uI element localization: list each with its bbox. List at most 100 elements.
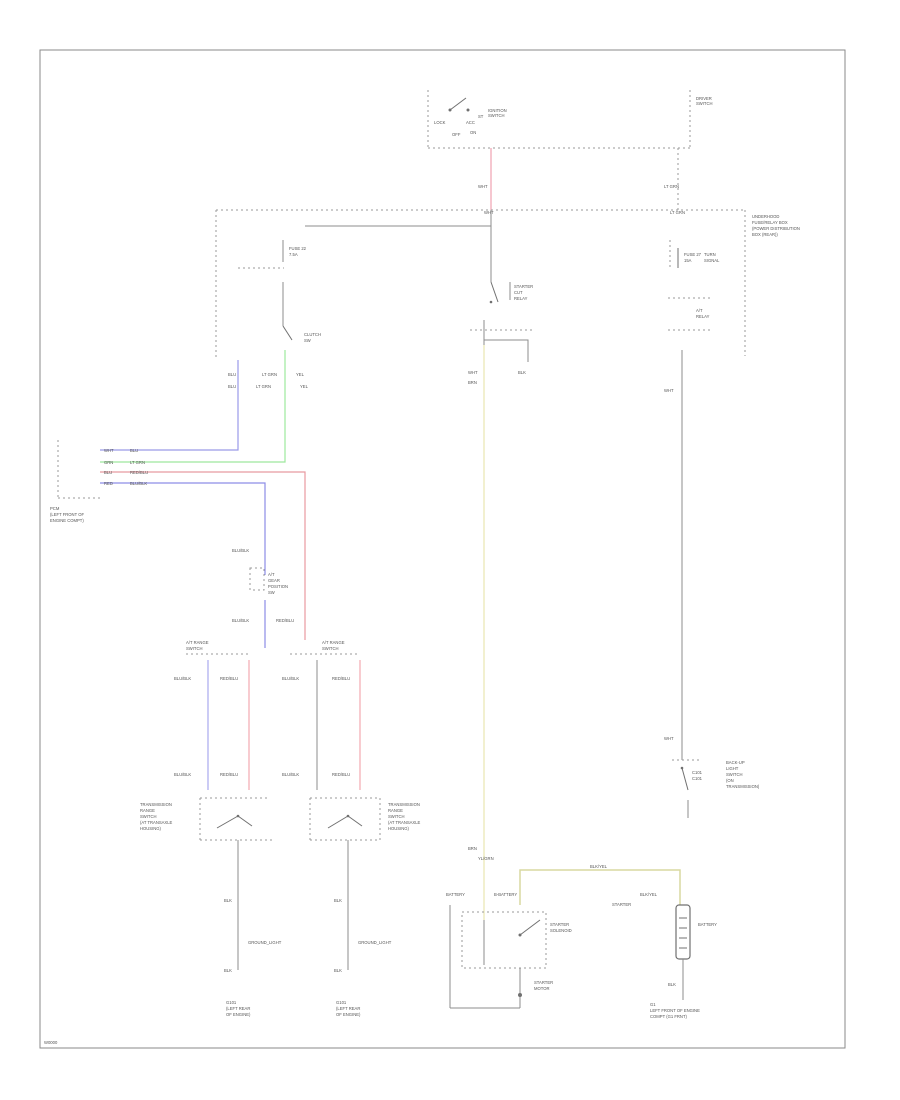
at-relay-wire: WHT [664, 388, 674, 393]
switch-group-left: A/T RANGE SWITCH BLU/BLK RED/BLU BLU/BLK… [140, 640, 282, 1017]
group-left-sw-2: RANGE [140, 808, 155, 813]
ignition-pos-on: ON [470, 130, 476, 135]
pcm-connector: WHT GRN BLU RED BLU LT GRN RED/BLU BLU/B… [50, 440, 148, 523]
battery-ground-wire: BLK [668, 982, 676, 987]
driver-switch-1: DRIVER [696, 96, 712, 101]
backup-name-4: (ON [726, 778, 734, 783]
group-left-ground-wire-low: BLK [224, 968, 232, 973]
backup-light-switch: WHT C101 C101 BACK-UP LIGHT SWITCH (ON T… [664, 736, 760, 818]
left-wire-1: BLU [228, 372, 236, 377]
starter-cut-1: STARTER [514, 284, 533, 289]
starter-cut-wire-a: WHT [468, 370, 478, 375]
left-fuse-label-1: FUSE 22 [289, 246, 307, 251]
left-wire-2: LT GRN [262, 372, 277, 377]
fuse-box-label-2: FUSE/RELAY BOX [752, 220, 788, 225]
backup-name-1: BACK-UP [726, 760, 745, 765]
starter-box-mid: B-BATTERY [494, 892, 517, 897]
group-left-sw-3: SWITCH [140, 814, 157, 819]
backup-sub-2: C101 [692, 776, 703, 781]
group-right-title-2: SWITCH [322, 646, 339, 651]
battery: BLK/YEL BATTERY BLK G1 LEFT FRONT OF ENG… [640, 892, 717, 1019]
group-left-sw-4: (AT TRANSAXLE [140, 820, 173, 825]
group-right-ground-wire: BLK [334, 898, 342, 903]
group-left-title-2: SWITCH [186, 646, 203, 651]
pcm-wire-2: LT GRN [130, 460, 145, 465]
ignition-pos-lock: LOCK [434, 120, 446, 125]
ignition-pos-st: ST [478, 114, 484, 119]
group-left-title-1: A/T RANGE [186, 640, 209, 645]
pcm-wire-4: BLU/BLK [130, 481, 147, 486]
starter-motor: BRN YL/GRN BLK/YEL STARTER BATTERY B-BAT… [446, 846, 681, 1009]
group-left-wire-b-low: RED/BLU [220, 772, 238, 777]
gear-position-switch: BLU/BLK A/T GEAR POSITION SW BLU/BLK RED… [232, 548, 294, 648]
ignition-pos-off: OFF [452, 132, 461, 137]
backup-name-3: SWITCH [726, 772, 743, 777]
switch-group-right: A/T RANGE SWITCH BLU/BLK RED/BLU BLU/BLK… [282, 640, 421, 1017]
ignition-name-1: IGNITION [488, 108, 507, 113]
group-right-ground-wire-low: BLK [334, 968, 342, 973]
group-left-ground-name: GROUND_LIGHT [248, 940, 282, 945]
group-left-sw-5: HOUSING) [140, 826, 162, 831]
group-left-wire-b: RED/BLU [220, 676, 238, 681]
gear-sw-name-4: SW [268, 590, 275, 595]
battery-name: BATTERY [698, 922, 717, 927]
at-relay-sub-2: SIGNAL [704, 258, 720, 263]
group-right-ground-name: GROUND_LIGHT [358, 940, 392, 945]
clutch-sw-1: CLUTCH [304, 332, 321, 337]
backup-name-2: LIGHT [726, 766, 739, 771]
corner-code: W0000 [44, 1040, 58, 1045]
at-relay-sub-1: TURN [704, 252, 716, 257]
group-left-sw-1: TRANSMISSION [140, 802, 172, 807]
backup-name-5: TRANSMISSION) [726, 784, 760, 789]
fuse-box-pin-right: LT GRN [670, 210, 685, 215]
group-right-sw-3: SWITCH [388, 814, 405, 819]
starter-solenoid-2: SOLENOID [550, 928, 572, 933]
group-right-sw-2: RANGE [388, 808, 403, 813]
group-left-ground-3: OF ENGINE) [226, 1012, 251, 1017]
group-right-wire-b-low: RED/BLU [332, 772, 350, 777]
pcm-pin-3: BLU [104, 470, 112, 475]
clutch-sw-2: SW [304, 338, 311, 343]
at-relay-fuse-1: FUSE 27 [684, 252, 702, 257]
gear-sw-name-3: POSITION [268, 584, 288, 589]
group-left-ground-2: (LEFT REAR [226, 1006, 250, 1011]
battery-ground-2: LEFT FRONT OF ENGINE [650, 1008, 700, 1013]
group-right-title-1: A/T RANGE [322, 640, 345, 645]
group-left-wire-a: BLU/BLK [174, 676, 191, 681]
at-relay-fuse-2: 15A [684, 258, 692, 263]
left-wire-2b: LT GRN [256, 384, 271, 389]
pcm-wire-3: RED/BLU [130, 470, 148, 475]
gear-sw-wire-top: BLU/BLK [232, 548, 249, 553]
group-left-wire-a-low: BLU/BLK [174, 772, 191, 777]
group-right-wire-a-low: BLU/BLK [282, 772, 299, 777]
at-relay-name-2: RELAY [696, 314, 710, 319]
pcm-caption-3: ENGINE COMPT) [50, 518, 84, 523]
left-fuse-label-2: 7.5A [289, 252, 298, 257]
starter-wire-in: BRN [468, 846, 477, 851]
left-wire-3: YEL [296, 372, 305, 377]
pcm-wire-1: BLU [130, 448, 138, 453]
gear-sw-name-1: A/T [268, 572, 275, 577]
backup-sub-1: C101 [692, 770, 703, 775]
fuse-box-label-1: UNDERHOOD [752, 214, 779, 219]
group-right-sw-5: HOUSING) [388, 826, 410, 831]
pcm-pin-2: GRN [104, 460, 113, 465]
starter-box-left: BATTERY [446, 892, 465, 897]
battery-ground-3: COMPT (G1 FRNT) [650, 1014, 688, 1019]
group-right-wire-a: BLU/BLK [282, 676, 299, 681]
pcm-pin-1: WHT [104, 448, 114, 453]
at-relay: FUSE 27 15A TURN SIGNAL A/T RELAY WHT [664, 240, 720, 760]
left-wire-1b: BLU [228, 384, 236, 389]
starter-wire-label: YL/GRN [478, 856, 494, 861]
starter-cut-wire-c: BLK [518, 370, 526, 375]
gear-sw-name-2: GEAR [268, 578, 280, 583]
left-wire-3b: YEL [300, 384, 309, 389]
starter-solenoid-1: STARTER [550, 922, 569, 927]
driver-switch-2: SWITCH [696, 101, 713, 106]
group-right-sw-1: TRANSMISSION [388, 802, 420, 807]
pcm-pin-4: RED [104, 481, 113, 486]
battery-ground-1: G1 [650, 1002, 656, 1007]
wire-label-top-center: WHT [478, 184, 488, 189]
left-fuse-branch: FUSE 22 7.5A CLUTCH SW BLU LT GRN YEL BL… [228, 240, 321, 450]
